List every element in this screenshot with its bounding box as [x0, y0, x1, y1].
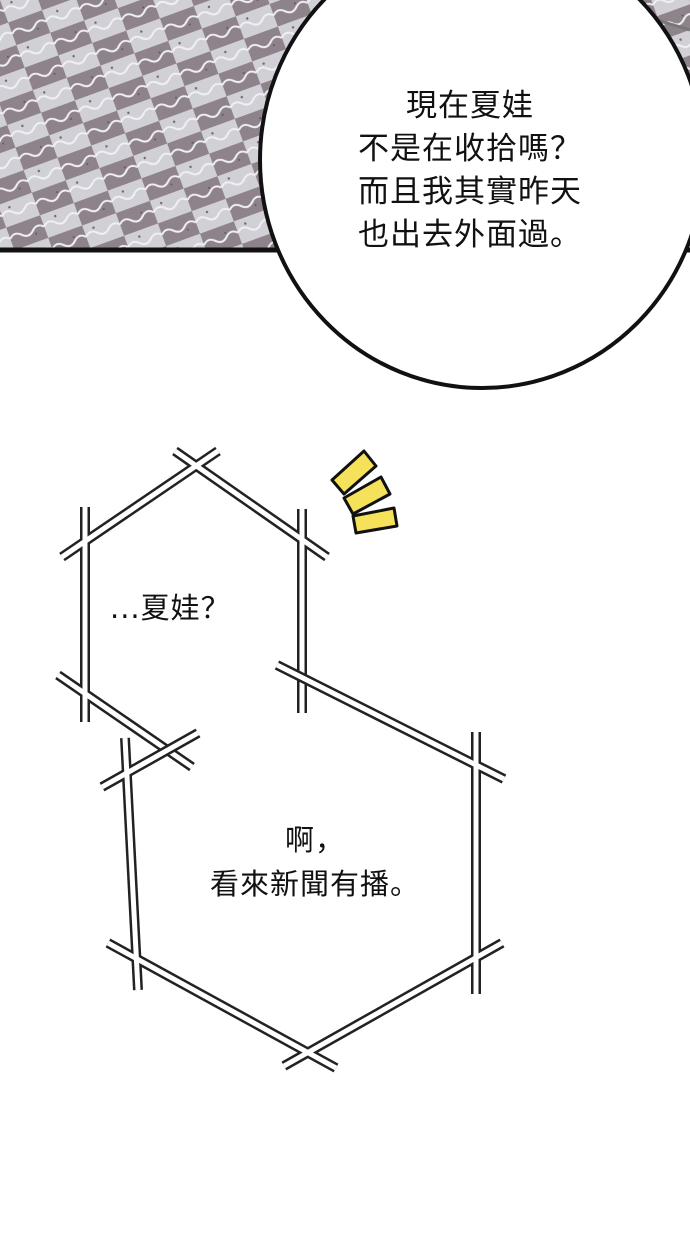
- speech-line-4: 也出去外面過。: [358, 217, 582, 253]
- thought-text-large: 啊， 看來新聞有播。: [170, 818, 460, 906]
- thought-frame-large-inner: [100, 662, 506, 1071]
- speech-bubble: [258, 0, 690, 390]
- surprise-marks: [330, 449, 399, 535]
- thought-line-1: 啊，: [284, 823, 345, 857]
- speech-line-3: 而且我其實昨天: [358, 174, 582, 210]
- speech-bubble-text: 現在夏娃 不是在收拾嗎？ 而且我其實昨天 也出去外面過。: [300, 85, 640, 257]
- thought-line-2: 看來新聞有播。: [209, 867, 420, 901]
- thought-text-small: ...夏娃？: [110, 591, 231, 625]
- speech-line-1: 現在夏娃: [406, 88, 534, 124]
- speech-line-2: 不是在收拾嗎？: [358, 131, 582, 167]
- thought-frame-small-inner: [56, 448, 329, 770]
